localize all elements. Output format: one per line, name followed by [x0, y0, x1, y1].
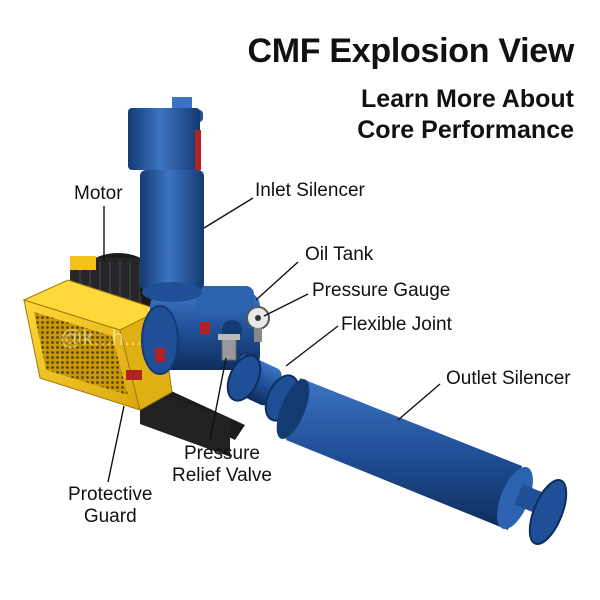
- leader-oil-tank: [255, 261, 299, 301]
- page-title: CMF Explosion View: [247, 32, 575, 70]
- leader-pressure-gauge: [263, 293, 309, 317]
- leader-outlet-silencer: [397, 383, 441, 421]
- label-pressure-gauge: Pressure Gauge: [312, 280, 451, 301]
- inlet-silencer: [128, 97, 204, 302]
- watermark: @k...h...: [60, 325, 142, 350]
- label-protective-guard-line-1: Protective: [68, 484, 153, 505]
- leader-protective-guard: [107, 405, 125, 483]
- pressure-relief-valve: [218, 334, 240, 361]
- label-protective-guard-line-2: Guard: [83, 506, 137, 527]
- page-subtitle: Learn More About Core Performance: [357, 84, 574, 146]
- pressure-gauge: [246, 306, 270, 342]
- leader-flexible-joint: [285, 325, 339, 367]
- label-oil-tank: Oil Tank: [305, 244, 374, 265]
- subtitle-line-1: Learn More About: [361, 85, 574, 113]
- label-protective-guard: Protective Guard: [68, 484, 152, 528]
- label-motor: Motor: [74, 183, 123, 204]
- label-pressure-relief-line-1: Pressure: [183, 443, 260, 464]
- leader-inlet-silencer: [203, 197, 254, 229]
- subtitle-line-2: Core Performance: [357, 116, 574, 144]
- label-flexible-joint: Flexible Joint: [341, 314, 452, 335]
- leader-lines: [103, 197, 441, 483]
- label-pressure-relief-valve: Pressure Relief Valve: [172, 443, 272, 487]
- label-outlet-silencer: Outlet Silencer: [446, 368, 571, 389]
- outlet-silencer: [276, 378, 568, 545]
- label-inlet-silencer: Inlet Silencer: [255, 180, 365, 201]
- leader-pressure-relief: [209, 357, 227, 441]
- label-pressure-relief-line-2: Relief Valve: [172, 465, 272, 486]
